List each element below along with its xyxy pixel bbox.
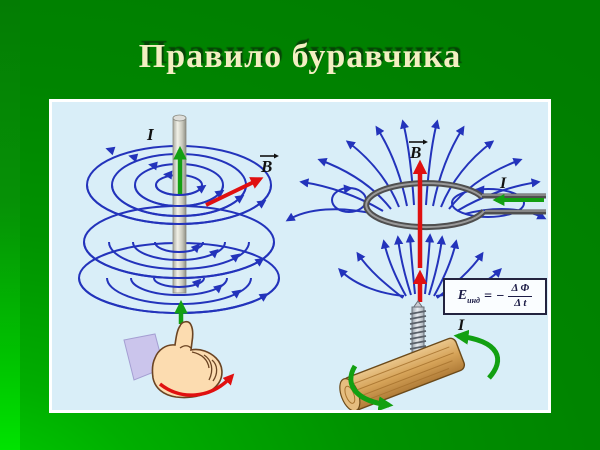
formula-symbol: Eинд: [457, 288, 480, 305]
fist-with-thumb: [151, 320, 223, 399]
b-field-label: B: [409, 143, 421, 162]
current-label: I: [499, 175, 507, 192]
current-label: I: [146, 125, 155, 144]
wire-rod: [172, 114, 187, 294]
rotation-arrow-icon: [348, 364, 394, 410]
emf-formula: Eинд = − Δ Φ Δ t: [443, 278, 547, 315]
field-curl-arrow-icon: [158, 373, 235, 397]
slide-title: Правило буравчика: [138, 38, 462, 75]
formula-fraction: Δ Φ Δ t: [508, 283, 533, 309]
loop-diagram: B I: [285, 119, 547, 410]
physics-diagram: I B: [78, 114, 547, 410]
illustration-panel: I B: [49, 99, 551, 413]
right-hand-icon: [123, 320, 223, 399]
loop-field-lines-top: [285, 119, 547, 222]
formula-minus: −: [495, 288, 505, 304]
b-field-label: B: [260, 157, 272, 176]
rotation-arrow-icon: [453, 329, 500, 380]
loop-field-lines-bottom: [338, 233, 502, 299]
log-icon: [339, 337, 466, 410]
formula-equals: =: [484, 288, 492, 304]
induced-current-label: I: [457, 317, 465, 334]
background-accent-strip: [0, 0, 20, 450]
wire-loop: [363, 180, 546, 231]
b-vector-arrow-icon: [205, 177, 264, 207]
